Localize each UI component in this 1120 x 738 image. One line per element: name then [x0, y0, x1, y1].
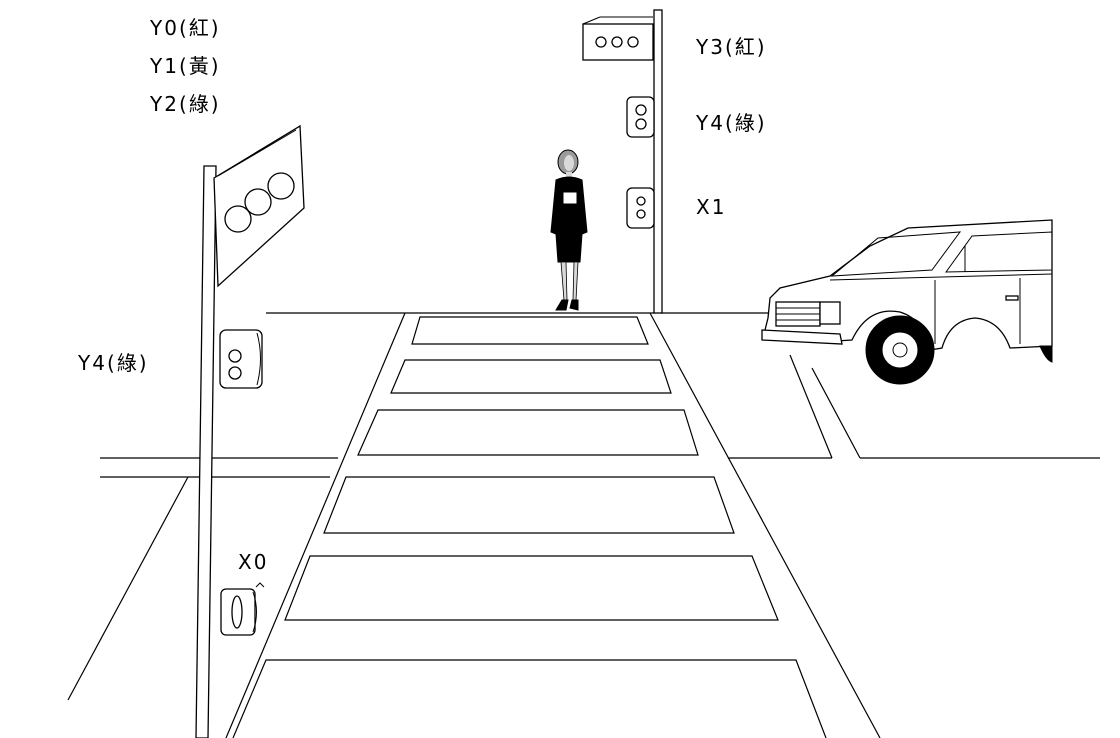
vehicle-signal-right-top: [582, 16, 601, 25]
pedestrian-legs: [560, 261, 579, 301]
car-bumper: [761, 329, 843, 345]
car-windshield: [830, 231, 962, 277]
pedestrian-face: [564, 155, 574, 171]
label-x1: X1: [696, 195, 727, 219]
car-icon: [761, 219, 1053, 385]
label-y3-red: Y3(紅): [696, 35, 767, 59]
car-headlight: [819, 301, 841, 325]
label-y1-yellow: Y1(黃): [150, 54, 221, 78]
left-corner-line: [67, 476, 189, 701]
crosswalk-stripe-1: [411, 316, 649, 345]
pedestrian-lamp-lower-left: [228, 366, 242, 380]
pedestrian-lamp-lower-right: [635, 118, 647, 130]
label-y2-green: Y2(綠): [150, 92, 221, 116]
push-button-x0-icon: [220, 582, 265, 636]
crosswalk-stripe-2: [390, 359, 672, 394]
green-lamp-y2: [224, 205, 252, 233]
push-button-x1-housing: [626, 187, 655, 229]
vehicle-signal-right-icon: [582, 16, 654, 61]
right-pole: [653, 9, 663, 314]
push-button-x1-upper[interactable]: [636, 196, 646, 206]
label-y4-green-right: Y4(綠): [696, 111, 767, 135]
crosswalk-stripe-5: [284, 555, 779, 621]
pedestrian-torso: [550, 176, 588, 263]
pedestrian-shoes: [555, 299, 579, 311]
car-side-window: [945, 231, 1053, 273]
car-front-hub: [892, 342, 908, 358]
lamp-right-right: [627, 36, 639, 48]
pedestrian-icon: [550, 149, 588, 311]
label-y4-green-left: Y4(綠): [78, 351, 149, 375]
car-door-handle: [1005, 295, 1019, 301]
crosswalk-right-edge: [649, 312, 881, 738]
right-signal-post: [582, 9, 663, 314]
pedestrian-green-lamp-y4-right: [635, 104, 647, 116]
yellow-lamp-y1: [244, 188, 272, 216]
red-lamp-y0: [267, 172, 295, 200]
right-corner-line-a: [789, 354, 833, 459]
crosswalk-left-edge: [225, 312, 406, 738]
road: [67, 312, 1100, 738]
left-pole: [195, 165, 217, 738]
push-button-x0[interactable]: [231, 595, 243, 629]
push-button-pointer: [255, 582, 265, 588]
lamp-middle-right: [611, 36, 623, 48]
pedestrian-green-lamp-y4-left: [228, 349, 242, 363]
right-corner-line-b: [811, 367, 861, 459]
label-x0: X0: [238, 550, 269, 574]
pedestrian-signal-right-housing: [626, 96, 655, 138]
pedestrian-signal-left-shade: [256, 332, 261, 386]
pedestrian-signal-left-housing: [219, 329, 263, 389]
push-button-shade: [252, 591, 257, 633]
pedestrian-document: [562, 191, 578, 205]
pedestrian-signal-right-icon: [626, 96, 655, 138]
car-rear-wheel: [1039, 345, 1053, 363]
crosswalk-stripe-4: [323, 476, 735, 534]
pedestrian-signal-left-icon: [219, 329, 263, 389]
car-beltline: [829, 273, 1053, 281]
push-button-x1-lower[interactable]: [636, 209, 646, 219]
crosswalk-stripe-3: [357, 409, 699, 456]
red-lamp-y3: [595, 36, 607, 48]
left-signal-post: [195, 124, 305, 738]
vehicle-signal-edge: [217, 129, 297, 177]
push-button-x1-icon: [626, 187, 655, 229]
label-y0-red: Y0(紅): [150, 16, 221, 40]
vehicle-signal-icon: [224, 172, 295, 233]
pedestrian-neck: [566, 172, 572, 178]
crosswalk-stripe-6: [232, 659, 827, 738]
